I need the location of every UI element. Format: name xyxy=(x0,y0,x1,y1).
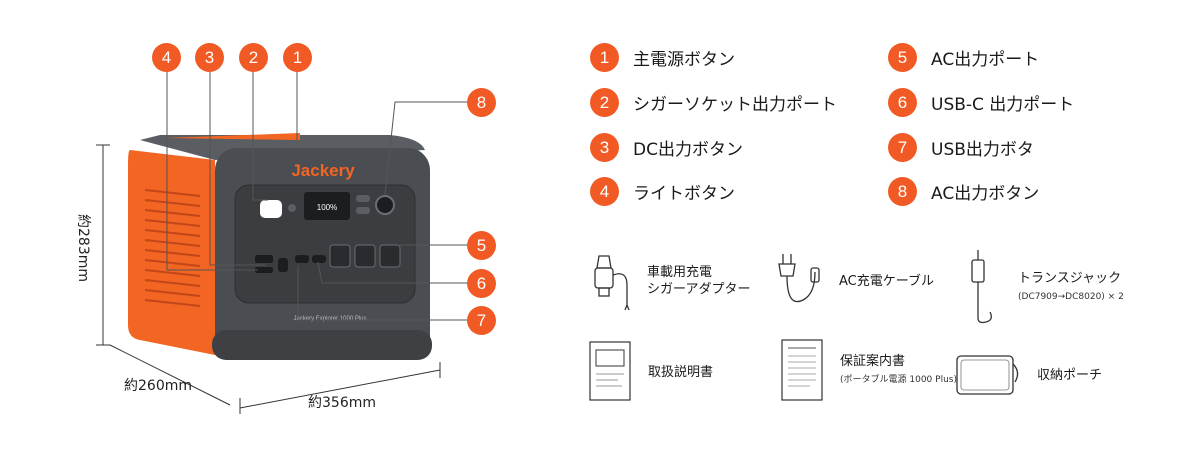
brand-logo: Jackery xyxy=(291,161,355,180)
feature-label: DC出力ボタン xyxy=(633,140,743,160)
product-illustration: Jackery 100% Jackery Explorer 1000 Plus xyxy=(96,72,468,414)
feature-item-1: 1 主電源ボタン xyxy=(590,43,735,72)
callout-badge-7: 7 xyxy=(467,306,496,335)
accessory-pouch: 収納ポーチ xyxy=(955,352,1102,398)
feature-label: シガーソケット出力ポート xyxy=(633,95,837,115)
width-dimension: 約356mm xyxy=(308,395,376,411)
accessory-name: AC充電ケーブル xyxy=(839,273,934,289)
feature-badge: 7 xyxy=(888,133,917,162)
callout-badge-3: 3 xyxy=(195,43,224,72)
callout-badge-4: 4 xyxy=(152,43,181,72)
depth-dimension: 約260mm xyxy=(124,378,192,394)
feature-item-8: 8 AC出力ボタン xyxy=(888,177,1039,206)
callout-badge-6: 6 xyxy=(467,269,496,298)
feature-badge: 6 xyxy=(888,88,917,117)
car-charger-icon xyxy=(594,255,630,311)
feature-item-5: 5 AC出力ポート xyxy=(888,43,1039,72)
feature-badge: 2 xyxy=(590,88,619,117)
dimension-lines xyxy=(96,144,441,414)
main-power-button[interactable] xyxy=(260,200,282,218)
feature-item-7: 7 USB出力ボタ xyxy=(888,133,1034,162)
ac-output-button[interactable] xyxy=(375,195,395,215)
feature-label: AC出力ポート xyxy=(931,50,1040,70)
warranty-icon xyxy=(781,339,823,401)
feature-label: USB-C 出力ポート xyxy=(931,95,1075,115)
accessory-sub: (ポータブル電源 1000 Plus) xyxy=(840,375,957,385)
accessory-name-line2: シガーアダプター xyxy=(647,282,751,297)
feature-badge: 8 xyxy=(888,177,917,206)
callout-badge-2: 2 xyxy=(239,43,268,72)
accessory-car-charger: 車載用充電シガーアダプター xyxy=(585,250,750,312)
callout-lines xyxy=(166,72,468,321)
feature-item-2: 2 シガーソケット出力ポート xyxy=(590,88,837,117)
top-panel xyxy=(140,135,425,160)
feature-badge: 1 xyxy=(590,43,619,72)
feature-label: AC出力ボタン xyxy=(931,184,1040,204)
feature-item-6: 6 USB-C 出力ポート xyxy=(888,88,1074,117)
feature-label: USB出力ボタ xyxy=(931,140,1034,160)
feature-item-4: 4 ライトボタン xyxy=(590,177,735,206)
pouch-icon xyxy=(956,355,1019,395)
accessory-name: 取扱説明書 xyxy=(648,364,714,380)
accessory-transjack: トランスジャック (DC7909→DC8020) × 2 xyxy=(960,248,1124,328)
dc-output-button[interactable] xyxy=(356,195,370,202)
feature-item-3: 3 DC出力ボタン xyxy=(590,133,743,162)
accessory-ac-cable: AC充電ケーブル xyxy=(775,250,934,312)
feature-badge: 3 xyxy=(590,133,619,162)
accessory-sub: (DC7909→DC8020) × 2 xyxy=(1018,292,1124,302)
callout-badge-8: 8 xyxy=(467,88,496,117)
manual-icon xyxy=(589,341,631,401)
callout-badge-1: 1 xyxy=(283,43,312,72)
vent-grille xyxy=(144,189,201,307)
ac-cable-icon xyxy=(778,254,820,303)
light-button[interactable] xyxy=(288,204,296,212)
accessory-name: 車載用充電 xyxy=(647,265,713,280)
feature-badge: 4 xyxy=(590,177,619,206)
accessory-name: 保証案内書 xyxy=(840,354,906,369)
feature-badge: 5 xyxy=(888,43,917,72)
jack-icon xyxy=(971,250,992,324)
display-screen xyxy=(304,192,350,220)
height-dimension: 約283mm xyxy=(75,214,91,282)
accessory-warranty: 保証案内書 (ポータブル電源 1000 Plus) xyxy=(780,338,957,404)
feature-label: 主電源ボタン xyxy=(633,50,735,70)
ac-output-ports xyxy=(329,244,401,268)
accessory-manual: 取扱説明書 xyxy=(588,340,713,404)
accessory-name: トランスジャック xyxy=(1018,271,1122,286)
accessory-name: 収納ポーチ xyxy=(1037,367,1103,383)
display-value: 100% xyxy=(317,203,337,212)
model-label: Jackery Explorer 1000 Plus xyxy=(293,316,366,322)
feature-label: ライトボタン xyxy=(633,184,735,204)
callout-badge-5: 5 xyxy=(467,231,496,260)
